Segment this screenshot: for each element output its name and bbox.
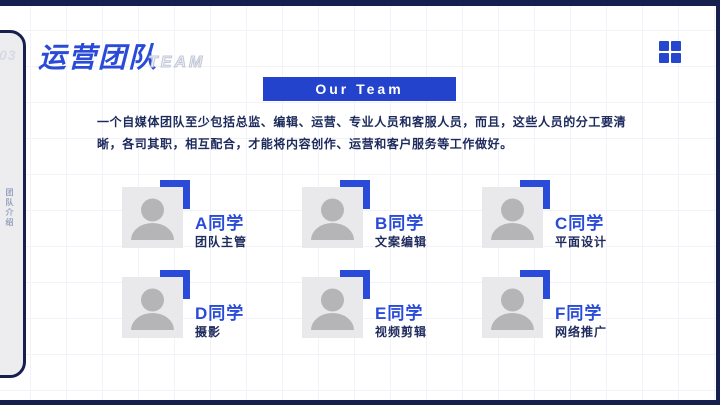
right-border-bar xyxy=(716,0,720,405)
member-card: B同学 文案编辑 xyxy=(302,180,482,270)
member-name: B同学 xyxy=(375,214,425,233)
member-name: E同学 xyxy=(375,304,424,323)
slide-number: 03 xyxy=(0,47,17,63)
member-name: D同学 xyxy=(195,304,245,323)
avatar-placeholder-icon xyxy=(302,187,363,248)
side-tab: 03 团队介绍 xyxy=(0,30,26,378)
page-title: 运营团队 xyxy=(38,42,159,73)
avatar-placeholder-icon xyxy=(302,277,363,338)
square-tile xyxy=(671,53,681,63)
bottom-border-bar xyxy=(0,400,720,405)
avatar-placeholder-icon xyxy=(482,187,543,248)
member-card: A同学 团队主管 xyxy=(122,180,302,270)
corner-bracket-decoration xyxy=(520,180,550,209)
member-role: 视频剪辑 xyxy=(375,325,428,339)
member-role: 团队主管 xyxy=(195,235,248,249)
four-squares-icon xyxy=(659,41,681,63)
avatar-placeholder-icon xyxy=(482,277,543,338)
team-grid: A同学 团队主管 B同学 文案编辑 C同学 平面设计 xyxy=(122,180,662,360)
top-border-bar xyxy=(0,0,720,6)
member-name: C同学 xyxy=(555,214,605,233)
title-watermark: TEAM xyxy=(147,54,206,72)
avatar-placeholder-icon xyxy=(122,187,183,248)
square-tile xyxy=(671,41,681,51)
member-card: D同学 摄影 xyxy=(122,270,302,360)
member-role: 平面设计 xyxy=(555,235,608,249)
corner-bracket-decoration xyxy=(520,270,550,299)
intro-paragraph: 一个自媒体团队至少包括总监、编辑、运营、专业人员和客服人员，而且，这些人员的分工… xyxy=(97,115,627,151)
section-badge: Our Team xyxy=(263,77,456,101)
member-role: 网络推广 xyxy=(555,325,608,339)
square-tile xyxy=(659,53,669,63)
side-vertical-label: 团队介绍 xyxy=(5,188,14,228)
member-name: F同学 xyxy=(555,304,603,323)
corner-bracket-decoration xyxy=(340,270,370,299)
square-tile xyxy=(659,41,669,51)
corner-bracket-decoration xyxy=(340,180,370,209)
member-card: E同学 视频剪辑 xyxy=(302,270,482,360)
member-card: F同学 网络推广 xyxy=(482,270,662,360)
member-name: A同学 xyxy=(195,214,245,233)
corner-bracket-decoration xyxy=(160,180,190,209)
member-role: 摄影 xyxy=(195,325,222,339)
member-card: C同学 平面设计 xyxy=(482,180,662,270)
avatar-placeholder-icon xyxy=(122,277,183,338)
member-role: 文案编辑 xyxy=(375,235,428,249)
corner-bracket-decoration xyxy=(160,270,190,299)
